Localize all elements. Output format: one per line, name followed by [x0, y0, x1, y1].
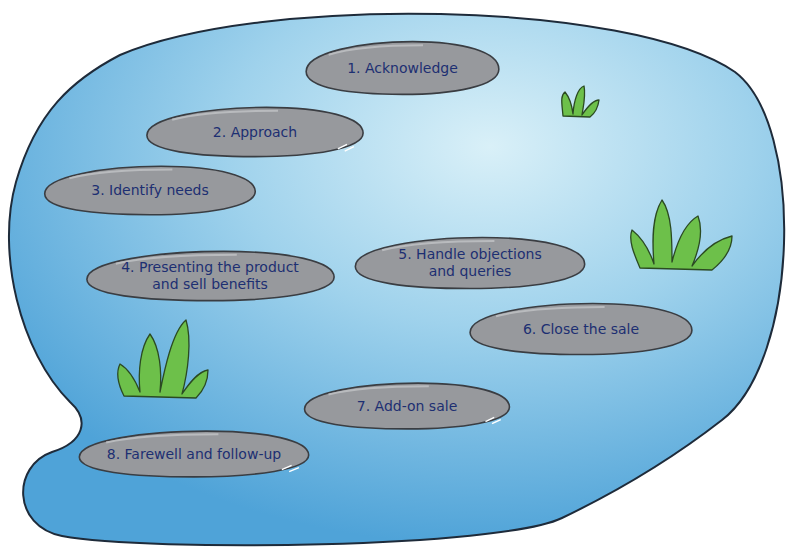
stone-highlight — [69, 170, 172, 179]
stone-outline — [305, 383, 510, 429]
stone-glint — [485, 417, 500, 423]
stone-outline — [470, 303, 692, 354]
pond-outline — [9, 14, 784, 546]
stone-glint — [282, 465, 299, 471]
grass-tufts — [118, 86, 732, 398]
stepping-stone: 6. Close the sale — [463, 300, 699, 358]
stone-outline — [86, 251, 333, 300]
stone-outline — [45, 166, 256, 214]
stepping-stone: 2. Approach — [140, 104, 370, 160]
step-label: 5. Handle objections and queries — [385, 246, 555, 280]
stepping-stone: 5. Handle objections and queries — [348, 234, 592, 292]
step-label: 6. Close the sale — [523, 321, 639, 338]
stone-highlight — [496, 307, 605, 316]
stepping-stone: 7. Add-on sale — [298, 380, 516, 432]
step-label: 8. Farewell and follow-up — [107, 446, 281, 463]
stone-outline — [306, 42, 499, 95]
step-label: 1. Acknowledge — [347, 60, 458, 77]
stone-highlight — [172, 111, 278, 120]
stone-outline — [147, 107, 363, 156]
stepping-stone: 8. Farewell and follow-up — [72, 428, 316, 480]
stepping-stone: 3. Identify needs — [38, 163, 262, 218]
stepping-stone: 1. Acknowledge — [300, 38, 505, 98]
stone-highlight — [329, 386, 429, 394]
stone-outline — [79, 431, 308, 477]
stone-highlight — [329, 45, 423, 55]
stone-glint — [338, 144, 354, 151]
stone-outline — [355, 237, 584, 288]
stepping-stone: 4. Presenting the product and sell benef… — [79, 248, 342, 304]
step-label: 2. Approach — [213, 124, 297, 141]
step-label: 4. Presenting the product and sell benef… — [108, 259, 313, 293]
step-label: 3. Identify needs — [91, 182, 208, 199]
stone-highlight — [106, 434, 218, 442]
step-label: 7. Add-on sale — [357, 398, 458, 415]
